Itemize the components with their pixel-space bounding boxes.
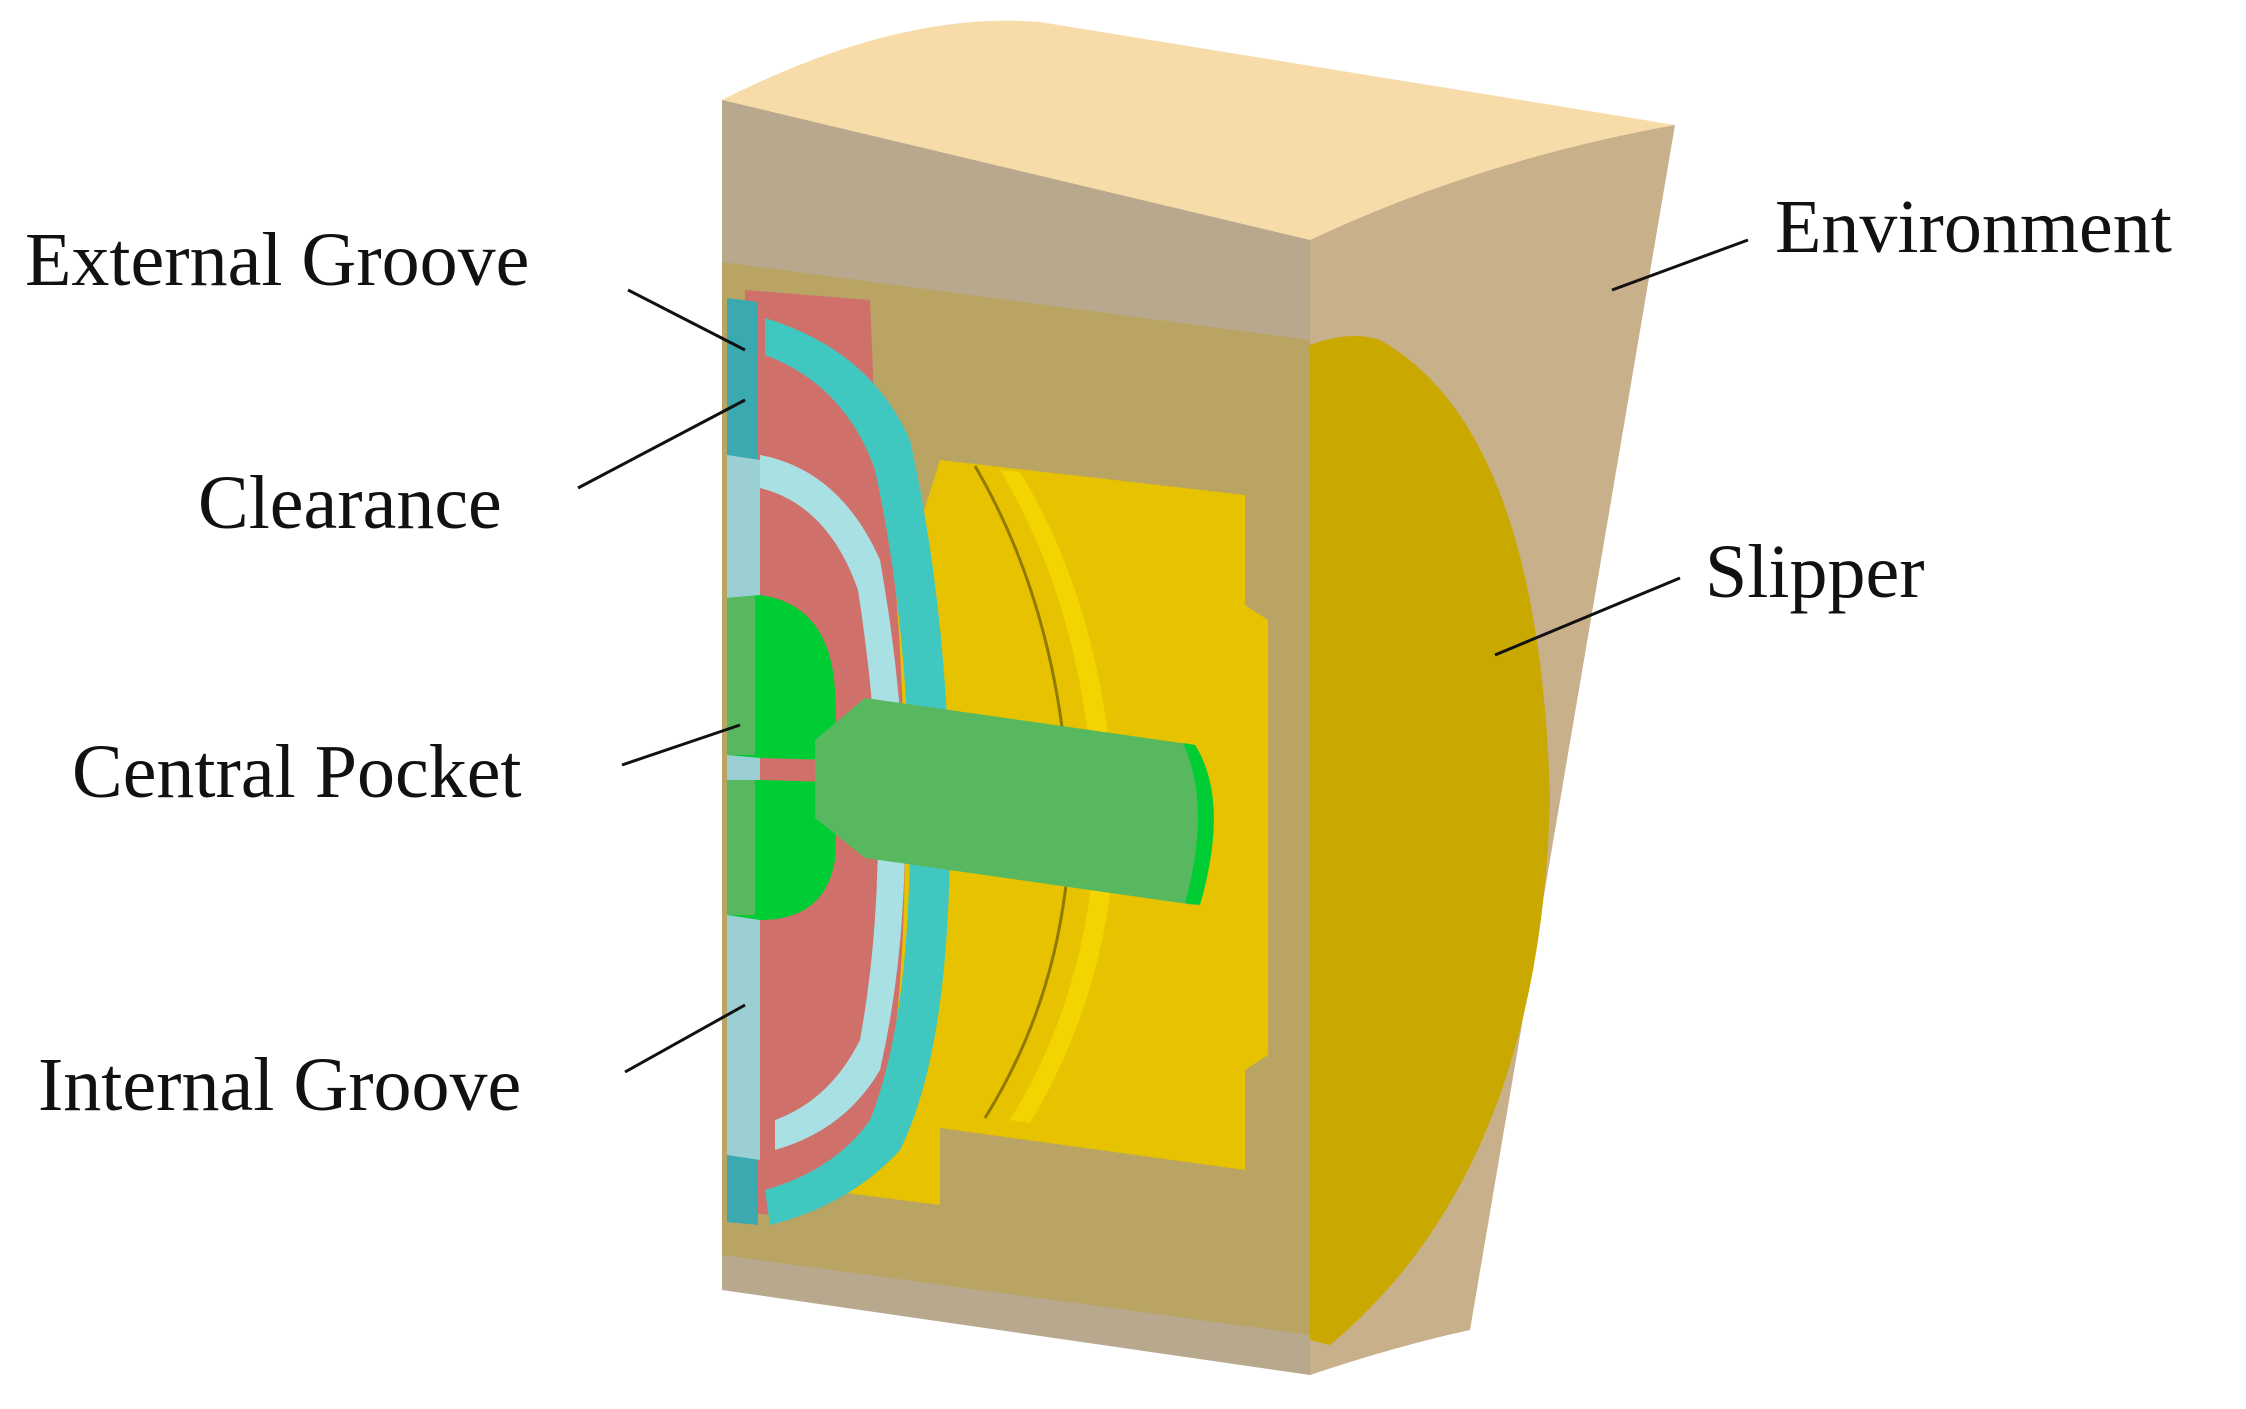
label-clearance: Clearance	[198, 461, 502, 545]
label-external-groove: External Groove	[25, 218, 529, 302]
central-pocket-shade-lower	[727, 780, 755, 915]
slipper-dome	[1310, 336, 1550, 1345]
leader-environment	[1611, 238, 1749, 292]
label-internal-groove: Internal Groove	[38, 1043, 521, 1127]
central-channel	[815, 698, 1210, 905]
leader-clearance	[577, 398, 746, 490]
label-central-pocket: Central Pocket	[72, 730, 522, 814]
slipper-bore-highlight	[1000, 470, 1115, 1123]
leader-internal-groove	[624, 1003, 746, 1074]
leader-slipper	[1494, 576, 1681, 657]
label-environment: Environment	[1775, 185, 2172, 269]
leader-central-pocket	[621, 723, 741, 767]
central-pocket-shade-upper	[727, 596, 755, 755]
internal-groove-ring	[760, 455, 905, 1150]
central-pocket	[727, 595, 1214, 920]
label-slipper: Slipper	[1705, 530, 1925, 614]
external-groove-ring	[765, 318, 950, 1225]
leader-external-groove	[627, 288, 746, 352]
central-channel-end	[1183, 743, 1214, 905]
